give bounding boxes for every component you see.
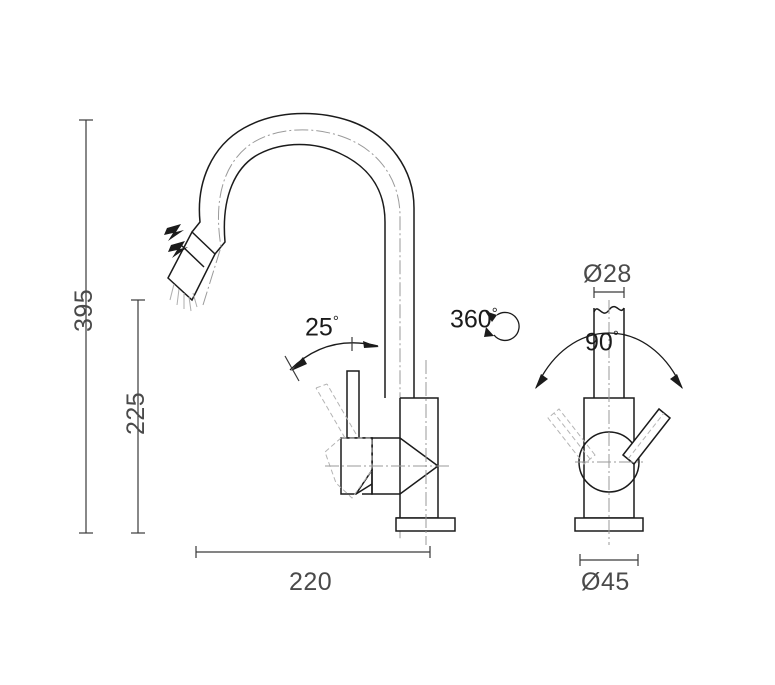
annotation-handle-tilt: 25° bbox=[305, 313, 339, 342]
annotation-spout-rotation: 360° bbox=[450, 305, 498, 334]
water-spray-lines bbox=[169, 283, 198, 312]
dimension-label-spout-diameter: Ø28 bbox=[583, 260, 632, 288]
side-lever-handle bbox=[621, 407, 672, 466]
dimension-spout-height bbox=[131, 299, 145, 534]
body-cylinder bbox=[362, 397, 440, 519]
pull-out-hose-arrows-icon bbox=[164, 224, 188, 258]
handle-tilt-arc bbox=[284, 337, 379, 382]
rotation-arrow-icon bbox=[484, 311, 520, 342]
handle-swivel-value: 90 bbox=[585, 328, 613, 357]
dimension-label-spout-reach: 220 bbox=[289, 568, 333, 596]
handle-swivel-arc bbox=[535, 332, 683, 389]
dimension-spout-diameter bbox=[593, 287, 625, 298]
side-lever-handle-ghost bbox=[547, 408, 596, 465]
handle-tilt-degree-symbol: ° bbox=[332, 313, 339, 330]
dimension-label-base-diameter: Ø45 bbox=[581, 568, 630, 596]
handle-swivel-degree-symbol: ° bbox=[612, 328, 619, 345]
handle-tilt-value: 25 bbox=[305, 313, 333, 342]
lever-handle-ghost bbox=[315, 383, 373, 499]
dimension-overall-height bbox=[79, 119, 93, 534]
side-elevation-view bbox=[547, 300, 672, 545]
gooseneck-spout bbox=[191, 112, 415, 540]
dimension-spout-reach bbox=[195, 546, 431, 558]
lever-handle bbox=[340, 370, 373, 495]
dimension-base-diameter bbox=[579, 554, 639, 566]
spout-rotation-degree-symbol: ° bbox=[491, 305, 498, 322]
front-elevation-view bbox=[164, 112, 456, 545]
spout-rotation-value: 360 bbox=[450, 305, 492, 334]
annotation-handle-swivel: 90° bbox=[585, 328, 619, 357]
dimension-label-spout-height: 225 bbox=[122, 391, 150, 435]
dimension-label-overall-height: 395 bbox=[70, 288, 98, 332]
